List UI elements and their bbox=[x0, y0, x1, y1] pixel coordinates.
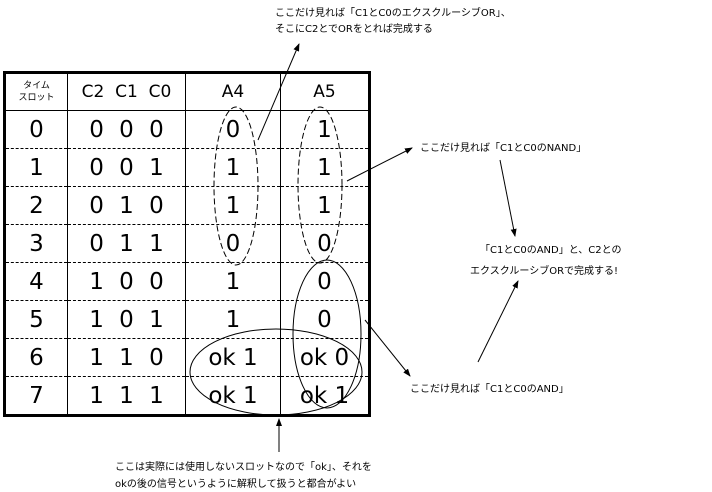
cell-slot: 2 bbox=[4, 186, 68, 225]
header-slot-line1: タイム bbox=[23, 81, 50, 91]
cell-slot: 0 bbox=[4, 110, 68, 149]
cell-a4: 0 bbox=[185, 224, 281, 263]
cell-a4: 0 bbox=[185, 110, 281, 149]
ellipse-a5-slots-4-7 bbox=[292, 259, 362, 409]
note-result-line2: エクスクルーシブORで完成する! bbox=[470, 266, 619, 277]
cell-inputs: 1 0 0 bbox=[67, 262, 186, 301]
cell-a5: 0 bbox=[280, 224, 370, 263]
cell-inputs: 1 1 1 bbox=[67, 376, 186, 416]
cell-inputs: 1 0 1 bbox=[67, 300, 186, 339]
cell-a5: 1 bbox=[280, 110, 370, 149]
cell-a4: 1 bbox=[185, 300, 281, 339]
header-inputs: C2 C1 C0 bbox=[67, 72, 186, 111]
cell-slot: 7 bbox=[4, 376, 68, 416]
cell-inputs: 0 1 0 bbox=[67, 186, 186, 225]
note-xor-line1: ここだけ見れば「C1とC0のエクスクルーシブOR」、 bbox=[275, 8, 511, 19]
cell-inputs: 0 0 1 bbox=[67, 148, 186, 187]
cell-a5: 0 bbox=[280, 262, 370, 301]
note-xor-line2: そこにC2とでORをとれば完成する bbox=[275, 24, 433, 35]
arrow-nand-to-result bbox=[499, 159, 517, 237]
header-time-slot: タイムスロット bbox=[4, 72, 68, 111]
cell-inputs: 1 1 0 bbox=[67, 338, 186, 377]
ellipse-ok-slots bbox=[189, 328, 363, 416]
cell-a4: ok 1 bbox=[185, 338, 281, 377]
note-nand: ここだけ見れば「C1とC0のNAND」 bbox=[420, 143, 587, 154]
cell-a4: 1 bbox=[185, 262, 281, 301]
arrow-xor bbox=[257, 43, 300, 141]
header-slot-line2: スロット bbox=[18, 93, 55, 103]
ellipse-a5-slots-0-3 bbox=[297, 106, 343, 264]
cell-slot: 6 bbox=[4, 338, 68, 377]
arrow-and-to-result bbox=[477, 280, 519, 363]
note-and: ここだけ見れば「C1とC0のAND」 bbox=[410, 384, 569, 395]
cell-a5: 1 bbox=[280, 186, 370, 225]
note-result-line1: 「C1とC0のAND」と、C2との bbox=[480, 245, 622, 256]
cell-slot: 5 bbox=[4, 300, 68, 339]
cell-a5: ok 0 bbox=[280, 338, 370, 377]
header-a4: A4 bbox=[185, 72, 281, 111]
cell-slot: 3 bbox=[4, 224, 68, 263]
cell-inputs: 0 1 1 bbox=[67, 224, 186, 263]
note-ok-line2: okの後の信号というように解釈して扱うと都合がよい bbox=[115, 479, 357, 490]
ellipse-a4-slots-0-3 bbox=[213, 106, 259, 266]
note-ok-line1: ここは実際には使用しないスロットなので「ok」、それを bbox=[115, 462, 372, 473]
cell-a4: 1 bbox=[185, 186, 281, 225]
cell-slot: 1 bbox=[4, 148, 68, 187]
cell-slot: 4 bbox=[4, 262, 68, 301]
cell-a5: 1 bbox=[280, 148, 370, 187]
arrow-nand bbox=[346, 147, 413, 182]
header-a5: A5 bbox=[280, 72, 370, 111]
cell-inputs: 0 0 0 bbox=[67, 110, 186, 149]
arrow-and bbox=[364, 319, 411, 377]
header-row: タイムスロット C2 C1 C0 A4 A5 bbox=[4, 72, 370, 111]
cell-a4: 1 bbox=[185, 148, 281, 187]
